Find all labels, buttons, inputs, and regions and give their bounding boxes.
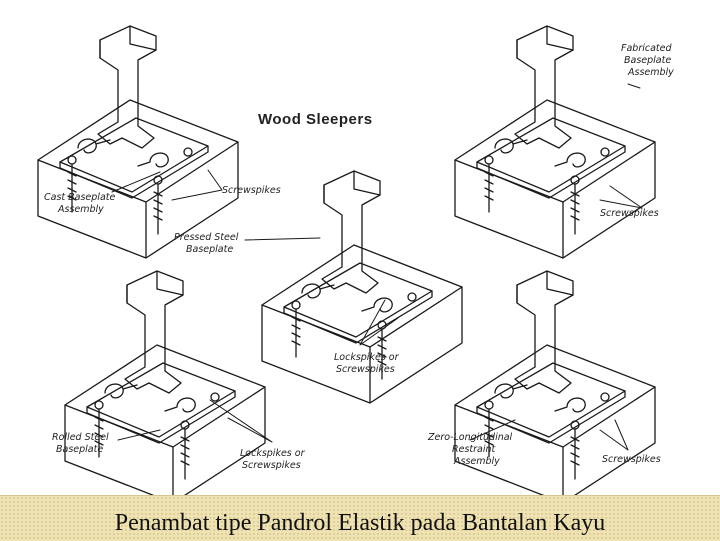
caption-bar: Penambat tipe Pandrol Elastik pada Banta… (0, 495, 720, 541)
diagram-title: Wood Sleepers (258, 111, 373, 128)
label-screwspikes-3: Screwspikes (602, 454, 661, 465)
label-screwspikes-1: Screwspikes (222, 185, 281, 196)
slide-caption: Penambat tipe Pandrol Elastik pada Banta… (114, 510, 606, 536)
cast-baseplate-assembly-drawing (37, 25, 239, 259)
label-screwspikes-2: Screwspikes (600, 208, 659, 219)
rolled-steel-baseplate-drawing (64, 270, 266, 495)
